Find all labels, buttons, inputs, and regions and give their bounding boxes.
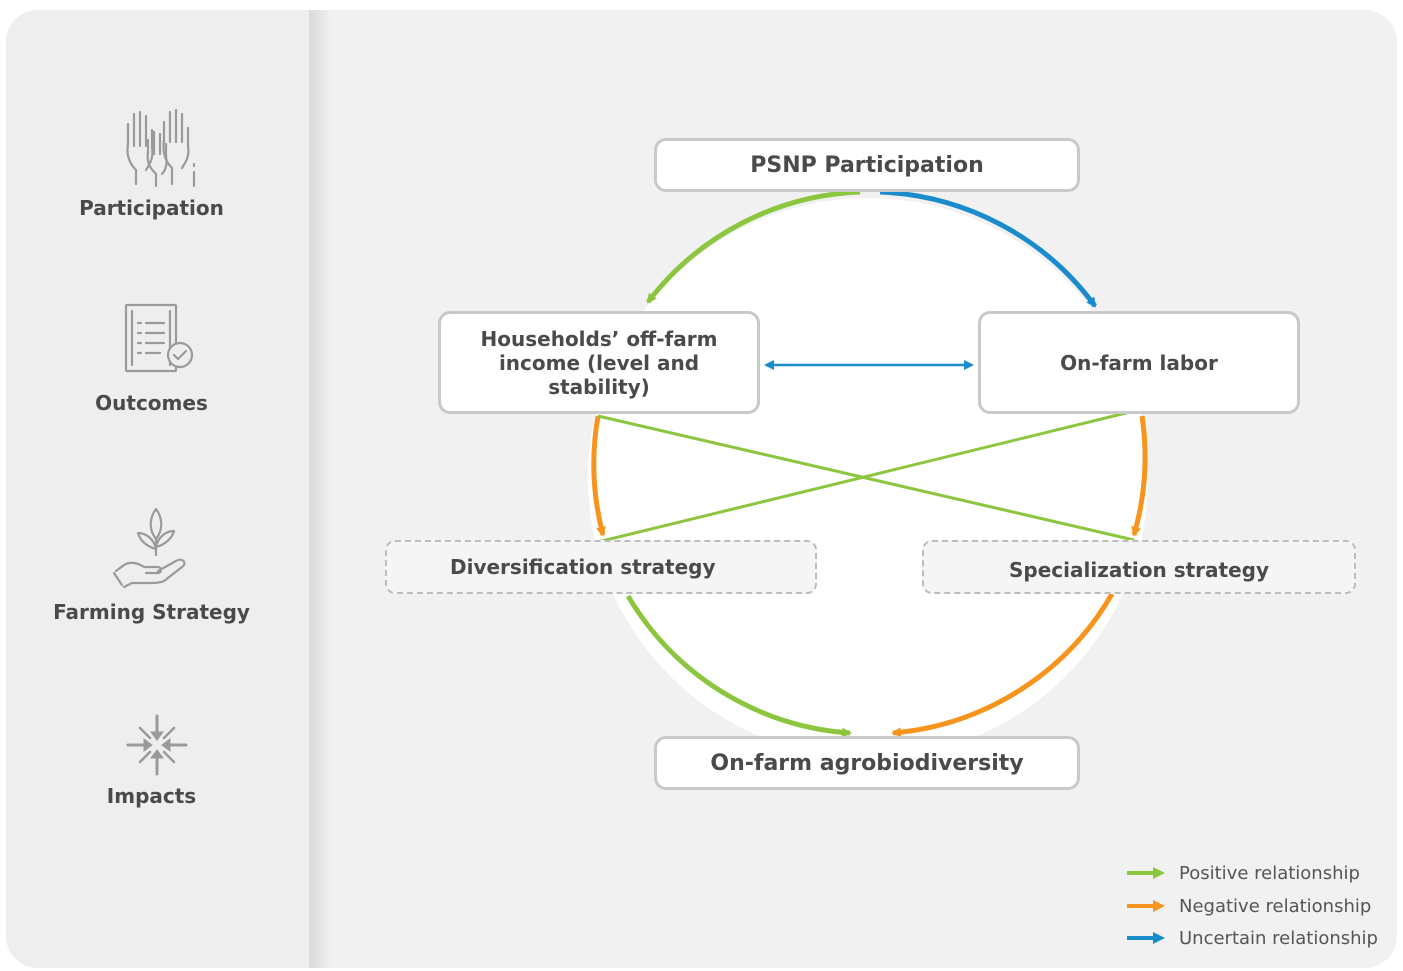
node-diversification-strategy: Diversification strategy (385, 540, 817, 594)
legend-uncertain-label: Uncertain relationship (1179, 927, 1378, 949)
edge-specialization-to-agrobiodiversity (891, 592, 1115, 738)
edge-psnp-to-labor (879, 189, 1098, 308)
legend-positive: Positive relationship (1127, 861, 1360, 885)
legend-negative-label: Negative relationship (1179, 895, 1372, 917)
legend-negative: Negative relationship (1127, 894, 1371, 918)
node-on-farm-labor: On-farm labor (978, 311, 1300, 414)
sidebar-label-farming-strategy: Farming Strategy (53, 600, 250, 624)
edge-labor-to-specialization (1131, 415, 1148, 537)
legend-positive-arrow (1127, 867, 1165, 879)
edge-diversification-to-agrobiodiversity (625, 594, 852, 738)
raised-hands-icon (126, 108, 196, 188)
edge-psnp-to-income (646, 189, 861, 304)
sidebar-label-outcomes: Outcomes (95, 391, 208, 415)
legend-uncertain: Uncertain relationship (1127, 926, 1378, 950)
node-on-farm-agrobiodiversity: On-farm agrobiodiversity (654, 736, 1080, 790)
edge-labor-to-diversification (597, 410, 1131, 544)
sidebar-label-participation: Participation (79, 196, 224, 220)
legend-positive-label: Positive relationship (1179, 862, 1360, 884)
sidebar-divider (309, 10, 331, 968)
sidebar-label-impacts: Impacts (106, 784, 197, 808)
node-specialization-strategy: Specialization strategy (922, 540, 1356, 594)
legend-negative-arrow (1127, 900, 1165, 912)
node-off-farm-income: Households’ off-farm income (level and s… (438, 311, 760, 414)
converging-arrows-icon (126, 714, 188, 776)
edge-income-to-diversification (591, 415, 606, 537)
checklist-icon (124, 303, 194, 373)
node-psnp-participation: PSNP Participation (654, 138, 1080, 192)
sidebar (6, 10, 309, 968)
plant-in-hand-icon (112, 507, 186, 589)
legend-uncertain-arrow (1127, 932, 1165, 944)
